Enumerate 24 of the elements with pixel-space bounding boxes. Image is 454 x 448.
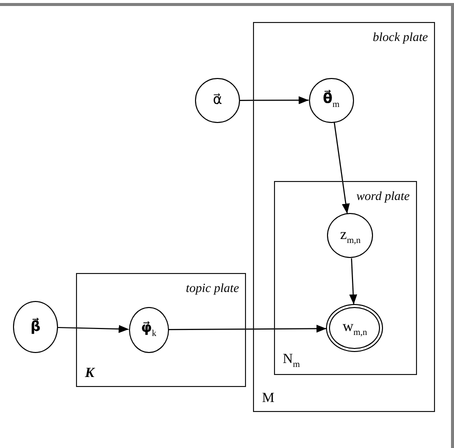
plate-count: K [85, 367, 94, 381]
variable-circle [308, 78, 354, 123]
variable-circle [128, 306, 169, 353]
arrow [168, 324, 326, 333]
variable-circle [13, 301, 58, 353]
plate-label: word plate [356, 190, 410, 202]
plate-label: block plate [372, 31, 428, 44]
arrow [58, 324, 129, 333]
variable-symbol: β⃗ [30, 318, 41, 336]
arrow [349, 258, 358, 304]
variable-symbol: α⃗ [212, 91, 222, 110]
arrow [240, 96, 309, 104]
variable-symbol: φ⃗$_{k}$ [140, 319, 156, 340]
variable-circle [195, 78, 240, 123]
plate-box [76, 273, 246, 387]
variable-symbol: w$_{m,n}$ [342, 318, 368, 339]
plate-box [274, 180, 417, 375]
plate-label: topic plate [186, 282, 239, 294]
arrow [334, 122, 350, 214]
plate-count: M [262, 392, 274, 406]
plate-count: N$_{m}$ [282, 352, 300, 369]
variable-symbol: z$_{m,n}$ [340, 226, 361, 246]
variable-symbol: θ⃗$_{m}$ [322, 90, 340, 110]
plate-box [253, 22, 435, 412]
